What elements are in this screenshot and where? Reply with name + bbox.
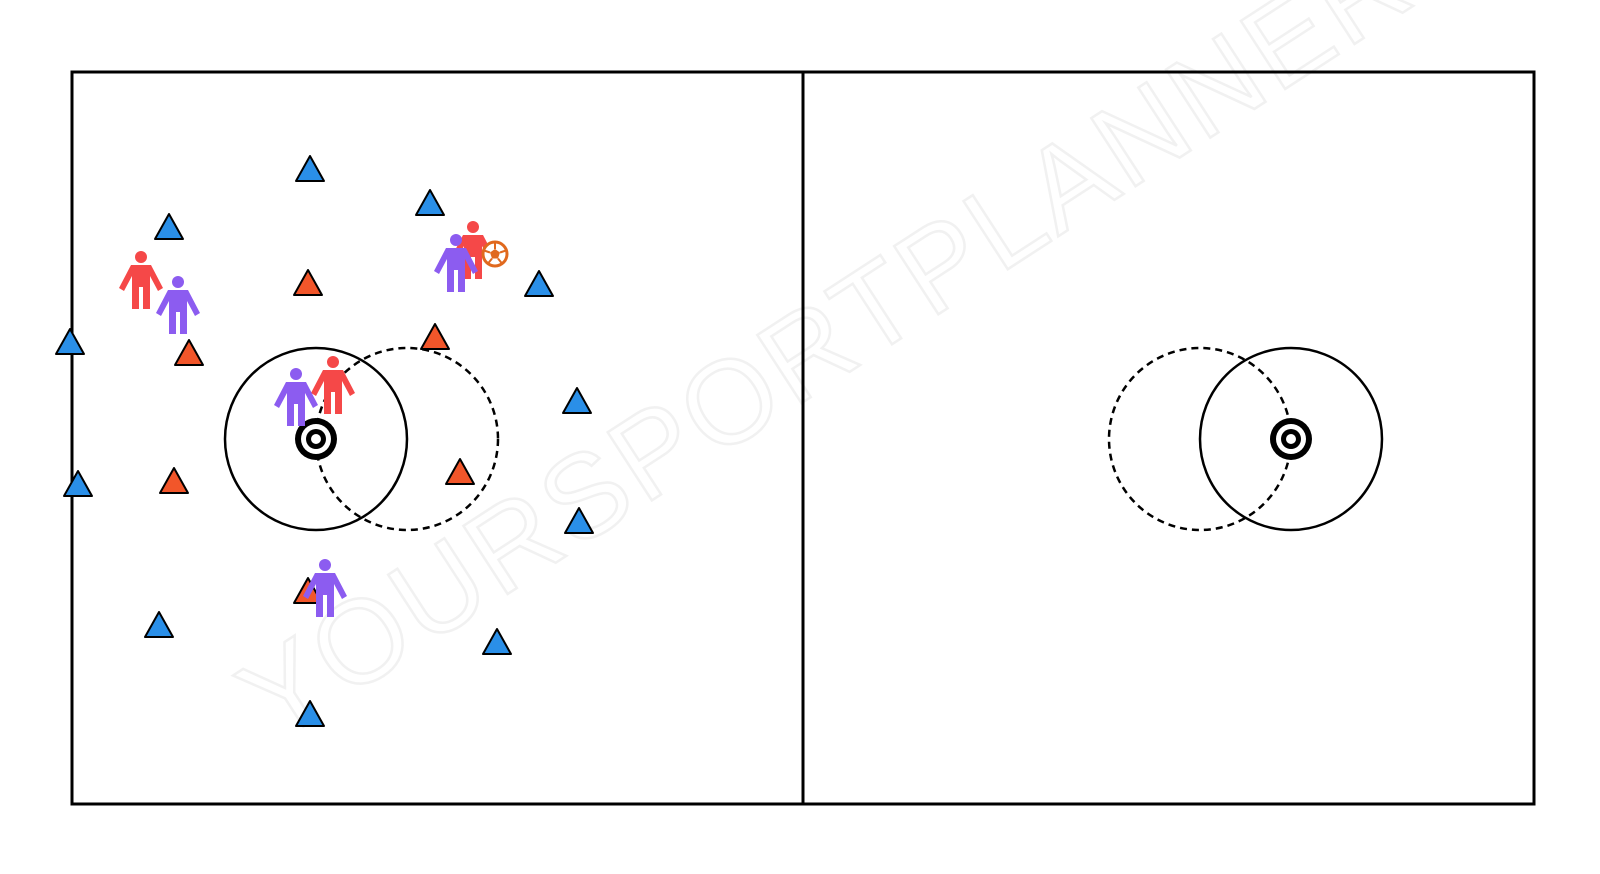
cone-icon — [295, 700, 325, 727]
cone-icon — [174, 339, 204, 366]
court — [70, 70, 1536, 806]
cone-icon — [562, 387, 592, 414]
cone-icon — [415, 189, 445, 216]
cone-icon — [482, 628, 512, 655]
cone-icon — [295, 155, 325, 182]
watermark: YOURSPORTPLANNER — [217, 0, 1435, 767]
cone-icon — [445, 458, 475, 485]
cone-icon — [159, 467, 189, 494]
red-player — [311, 356, 355, 414]
cone-icon — [293, 269, 323, 296]
red-player — [451, 221, 495, 279]
players — [119, 221, 495, 617]
cone-icon — [564, 507, 594, 534]
left-dashed-circle — [314, 346, 500, 532]
cone-icon — [144, 611, 174, 638]
cone-icon — [63, 470, 93, 497]
blue-cones — [55, 155, 594, 727]
cone-icon — [154, 213, 184, 240]
cone-icon — [420, 323, 450, 350]
left-goal-circle — [223, 346, 409, 532]
purple-player — [303, 559, 347, 617]
soccer-ball-icon — [481, 240, 509, 268]
purple-player — [434, 234, 478, 292]
cone-icon — [55, 328, 85, 355]
right-goal-zone — [1107, 346, 1384, 532]
right-goal-circle — [1198, 346, 1384, 532]
left-goal-zone — [223, 346, 500, 532]
right-goal-target-icon — [1270, 418, 1312, 460]
purple-player — [274, 368, 318, 426]
cone-icon — [524, 270, 554, 297]
red-player — [119, 251, 163, 309]
left-goal-target-icon — [295, 418, 337, 460]
purple-player — [156, 276, 200, 334]
